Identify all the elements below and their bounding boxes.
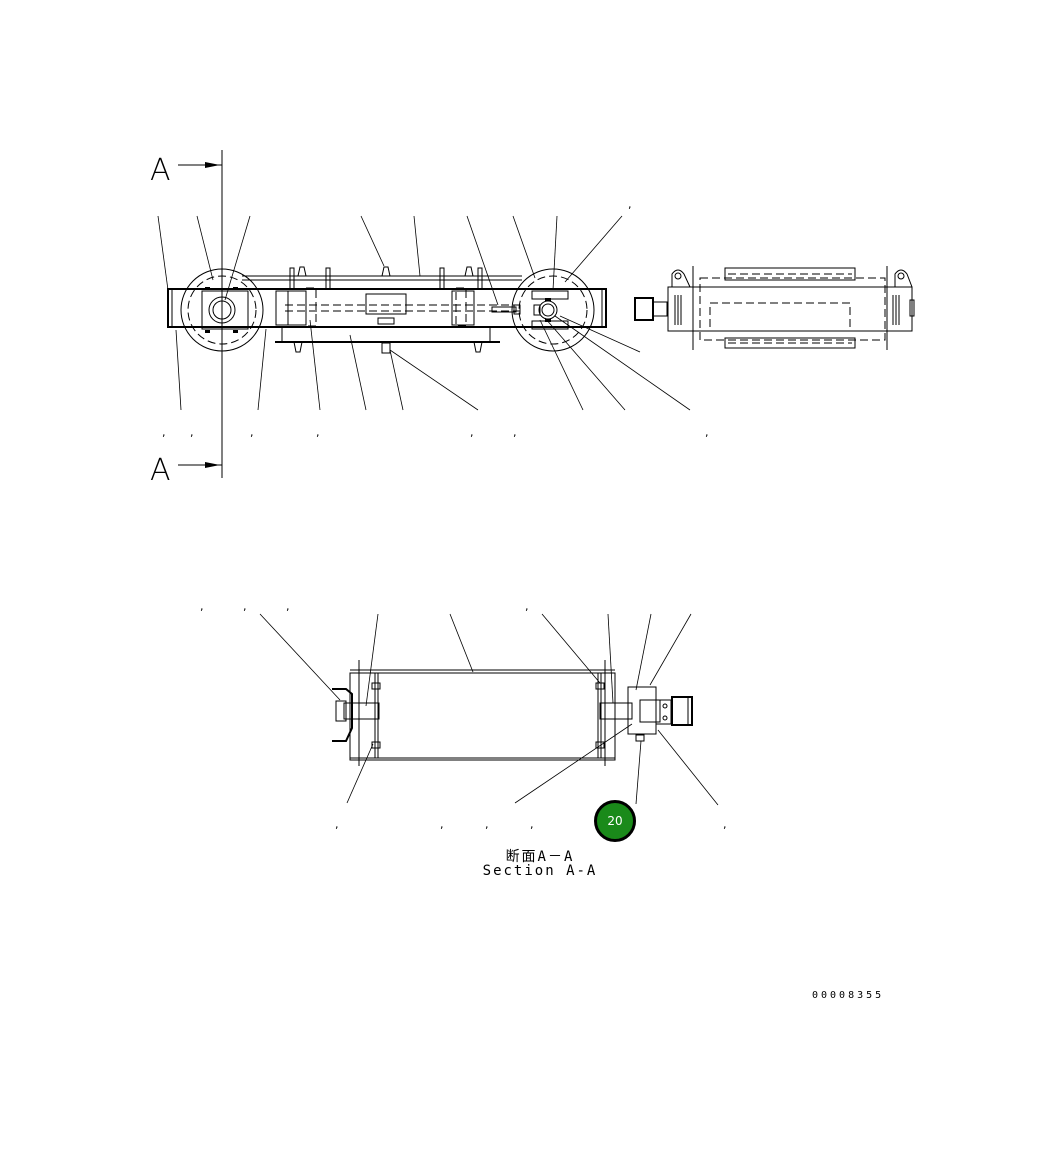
top-view-frame <box>167 266 607 354</box>
callout-badge[interactable]: 20 <box>594 800 636 842</box>
callout-badge-label: 20 <box>607 814 623 828</box>
svg-text:,: , <box>250 426 254 439</box>
top-view-right-pulley <box>511 268 595 352</box>
svg-text:,: , <box>525 600 529 613</box>
svg-text:,: , <box>723 818 727 831</box>
svg-text:,: , <box>530 818 534 831</box>
section-marker-top: A <box>150 153 222 188</box>
section-view <box>332 660 693 766</box>
section-letter-top: A <box>150 153 171 188</box>
section-view-comma-labels: , , , , , , , , , <box>200 600 727 831</box>
svg-text:,: , <box>316 426 320 439</box>
document-number: 00008355 <box>812 990 885 1001</box>
top-view-comma-labels: , , , , , , , , <box>162 198 709 439</box>
section-caption-jp: 断面A－A <box>505 849 575 865</box>
svg-text:,: , <box>470 426 474 439</box>
top-view-leaders-lower <box>175 315 691 411</box>
svg-text:,: , <box>243 600 247 613</box>
svg-text:,: , <box>440 818 444 831</box>
svg-text:,: , <box>485 818 489 831</box>
svg-text:,: , <box>513 426 517 439</box>
svg-text:,: , <box>200 600 204 613</box>
svg-text:,: , <box>628 198 632 211</box>
section-marker-bottom: A <box>150 453 222 488</box>
svg-text:,: , <box>705 426 709 439</box>
svg-text:,: , <box>286 600 290 613</box>
section-caption-en: Section A-A <box>482 863 598 879</box>
top-view-leaders-upper <box>157 215 641 353</box>
svg-text:,: , <box>335 818 339 831</box>
section-letter-bottom: A <box>150 453 171 488</box>
side-view <box>634 266 915 350</box>
section-view-leaders <box>259 613 719 806</box>
top-view-left-pulley <box>180 268 264 352</box>
svg-text:,: , <box>162 426 166 439</box>
svg-text:,: , <box>190 426 194 439</box>
